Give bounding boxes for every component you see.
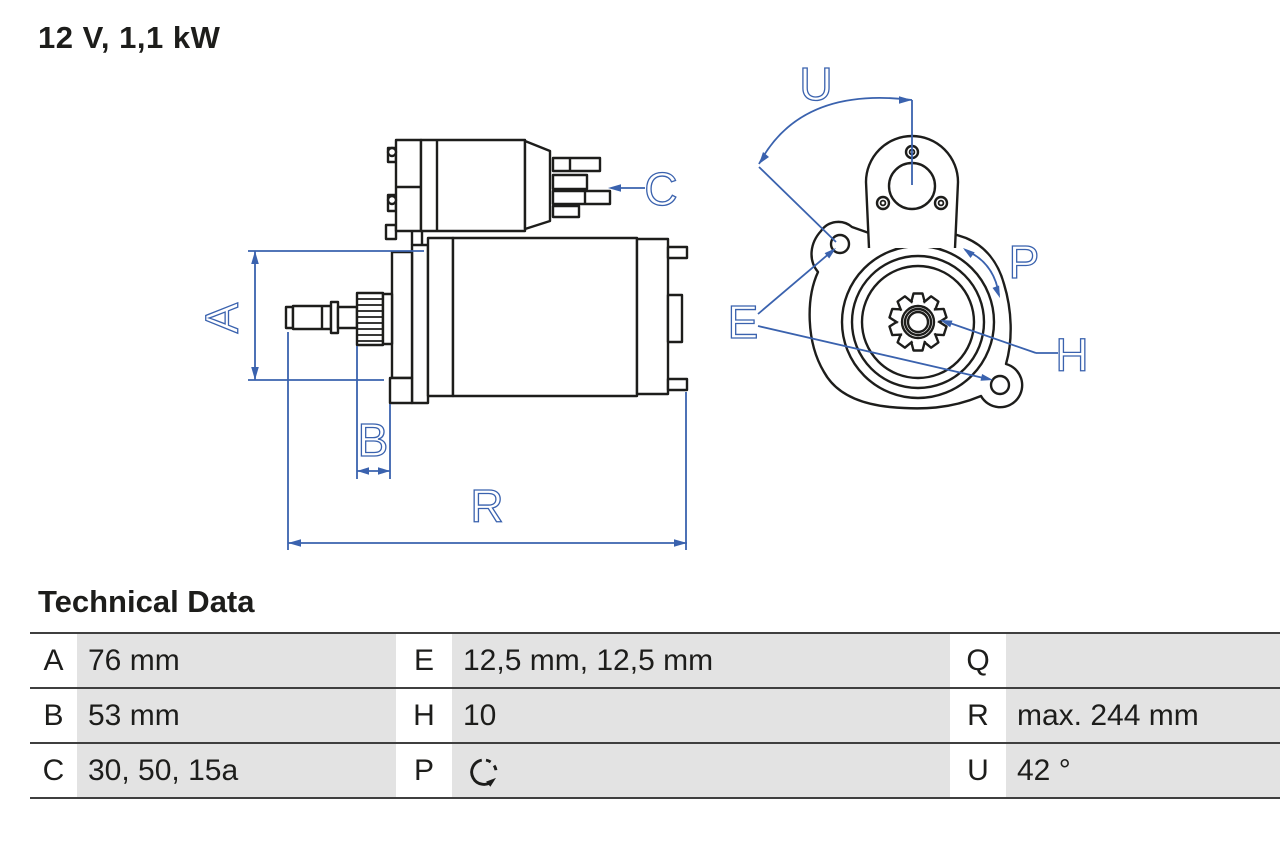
- table-cell-key-h: H: [396, 689, 452, 742]
- table-cell-value-r: max. 244 mm: [1006, 689, 1280, 742]
- table-cell-key-q: Q: [950, 634, 1006, 687]
- table-cell-key-u: U: [950, 744, 1006, 797]
- table-cell-key-r: R: [950, 689, 1006, 742]
- dimension-label-u: U: [799, 58, 832, 110]
- rotation-direction-icon: [470, 758, 498, 787]
- table-cell-value-p: [452, 744, 950, 797]
- table-cell-key-p: P: [396, 744, 452, 797]
- table-row: A 76 mm E 12,5 mm, 12,5 mm Q: [30, 632, 1280, 687]
- table-cell-value-h: 10: [452, 689, 950, 742]
- front-view-diagram: [808, 134, 1024, 410]
- technical-data-table: A 76 mm E 12,5 mm, 12,5 mm Q B 53 mm H 1…: [30, 632, 1280, 799]
- table-cell-key-e: E: [396, 634, 452, 687]
- table-row: B 53 mm H 10 R max. 244 mm: [30, 687, 1280, 742]
- table-row: C 30, 50, 15a P U 42 °: [30, 742, 1280, 797]
- table-cell-value-e: 12,5 mm, 12,5 mm: [452, 634, 950, 687]
- dimension-label-h: H: [1055, 329, 1088, 381]
- dimension-label-c: C: [644, 163, 677, 215]
- side-view-diagram: [284, 138, 689, 405]
- table-cell-key-a: A: [30, 634, 77, 687]
- pinion-teeth-hatching: [357, 298, 383, 342]
- table-cell-key-b: B: [30, 689, 77, 742]
- table-cell-value-a: 76 mm: [77, 634, 396, 687]
- table-cell-value-q: [1006, 634, 1280, 687]
- dimension-label-a: A: [196, 302, 248, 333]
- table-cell-key-c: C: [30, 744, 77, 797]
- dimension-annotations: A B R C U: [195, 57, 1089, 550]
- table-cell-value-c: 30, 50, 15a: [77, 744, 396, 797]
- pinion-gear: [888, 292, 948, 352]
- table-cell-value-b: 53 mm: [77, 689, 396, 742]
- dimension-label-e: E: [728, 296, 759, 348]
- dimension-label-r: R: [470, 480, 503, 532]
- table-cell-value-u: 42 °: [1006, 744, 1280, 797]
- dimension-label-b: B: [358, 414, 389, 466]
- technical-drawing: A B R C U: [195, 57, 1089, 550]
- dimension-label-p: P: [1009, 236, 1040, 288]
- table-heading: Technical Data: [38, 584, 255, 619]
- page-title: 12 V, 1,1 kW: [38, 20, 221, 55]
